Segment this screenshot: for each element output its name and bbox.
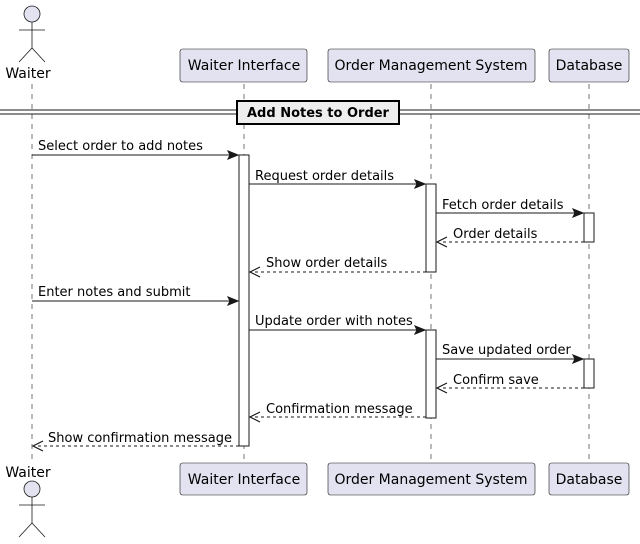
message-show-order-details: Show order details [248,256,426,278]
participant-label: Waiter Interface [188,472,300,488]
message-label: Save updated order [442,343,572,358]
activation-bar-waiter-interface [238,154,250,447]
actor-waiter-top: Waiter [5,5,51,82]
participant-label: Database [556,58,623,74]
open-arrow-head-icon [435,236,448,248]
participant-waiter-interface-bottom: Waiter Interface [179,462,308,496]
message-enter-notes: Enter notes and submit [32,285,240,306]
participant-label: Order Management System [334,58,527,74]
participant-label: Waiter Interface [188,58,300,74]
section-title: Add Notes to Order [247,106,390,121]
message-label: Confirmation message [266,402,413,417]
message-label: Enter notes and submit [38,285,190,300]
arrow-head-icon [226,150,240,160]
message-label: Select order to add notes [38,139,203,154]
message-label: Request order details [255,169,394,184]
actor-label: Waiter [5,66,51,82]
participant-label: Database [556,472,623,488]
participant-label: Order Management System [334,472,527,488]
message-label: Confirm save [453,373,539,388]
message-update-order: Update order with notes [249,314,427,335]
message-label: Fetch order details [442,198,564,213]
participant-waiter-interface-top: Waiter Interface [179,48,308,83]
open-arrow-head-icon [31,440,44,452]
actor-head-icon [23,480,41,498]
message-label: Show confirmation message [48,431,232,446]
actor-label: Waiter [5,465,51,481]
activation-bar-database-2 [583,358,595,389]
message-order-details: Order details [435,227,584,248]
arrow-head-icon [571,354,585,364]
open-arrow-head-icon [435,382,448,394]
actor-head-icon [23,5,41,23]
activation-bar-order-system-2 [425,329,437,419]
participant-database-top: Database [548,48,630,83]
arrow-head-icon [571,208,585,218]
actor-waiter-bottom: Waiter [5,465,51,538]
message-confirm-save: Confirm save [435,373,584,394]
message-save-updated-order: Save updated order [436,343,585,364]
message-show-confirmation: Show confirmation message [31,431,239,452]
activation-bar-order-system-1 [425,183,437,273]
message-confirmation: Confirmation message [248,402,426,423]
message-label: Update order with notes [255,314,413,329]
arrow-head-icon [413,325,427,335]
open-arrow-head-icon [248,266,261,278]
message-request-order-details: Request order details [249,169,427,189]
message-fetch-order-details: Fetch order details [436,198,585,218]
message-select-order: Select order to add notes [32,139,240,160]
arrow-head-icon [226,296,240,306]
message-label: Order details [453,227,538,242]
participant-order-system-top: Order Management System [327,48,536,83]
open-arrow-head-icon [248,411,261,423]
participant-order-system-bottom: Order Management System [327,462,536,496]
participant-database-bottom: Database [548,462,630,496]
message-label: Show order details [266,256,388,271]
section-divider: Add Notes to Order [0,100,640,125]
activation-bar-database-1 [583,212,595,243]
arrow-head-icon [413,179,427,189]
